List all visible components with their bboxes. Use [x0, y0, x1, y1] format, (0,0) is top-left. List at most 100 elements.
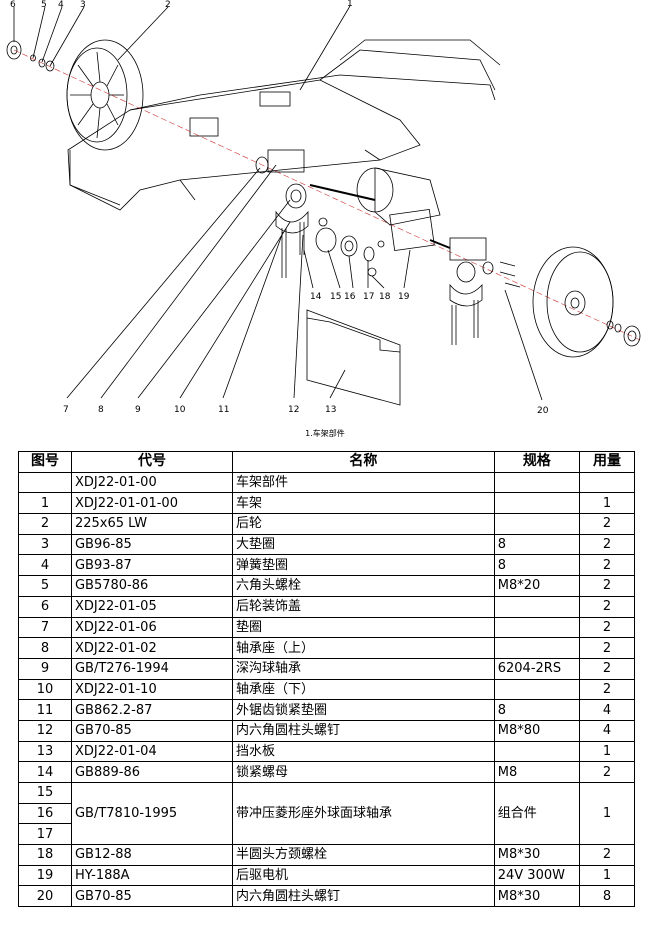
item-number: 17: [18, 823, 72, 846]
item-code: GB862.2-87: [70, 699, 233, 721]
item-number: 7: [18, 616, 72, 639]
table-header-row: 图号 代号 名称 规格 用量: [18, 451, 636, 473]
item-spec: 8: [493, 533, 580, 556]
item-code: XDJ22-01-01-00: [70, 492, 233, 515]
item-name: 挡水板: [231, 740, 495, 763]
item-quantity: 1: [578, 781, 636, 846]
callout-4: 4: [58, 0, 64, 10]
item-spec: [493, 471, 580, 494]
item-name: 后轮: [231, 513, 495, 535]
item-spec: M8: [493, 761, 580, 783]
callout-20: 20: [537, 406, 549, 416]
item-quantity: 2: [578, 678, 636, 701]
item-name: 半圆头方颈螺栓: [231, 844, 495, 866]
item-code: XDJ22-01-06: [70, 616, 233, 639]
item-number: 19: [18, 864, 72, 887]
item-name: 内六角圆柱头螺钉: [231, 719, 495, 742]
item-quantity: 2: [578, 554, 636, 577]
item-number: 14: [18, 761, 72, 783]
item-code: GB/T276-1994: [70, 657, 233, 680]
item-quantity: 2: [578, 657, 636, 680]
callout-6: 6: [10, 0, 16, 10]
item-code: HY-188A: [70, 864, 233, 887]
item-name: 带冲压菱形座外球面球轴承: [231, 781, 495, 846]
callout-16: 16: [344, 292, 356, 302]
callout-9: 9: [135, 405, 141, 415]
header-name: 名称: [231, 451, 495, 473]
callout-17: 17: [363, 292, 374, 302]
item-number: 15: [18, 782, 72, 804]
callout-8: 8: [98, 405, 104, 415]
item-spec: [493, 616, 580, 639]
item-number: 8: [18, 637, 72, 659]
item-spec: M8*30: [493, 885, 580, 908]
item-spec: [493, 595, 580, 618]
callout-10: 10: [174, 405, 186, 415]
item-number: 5: [18, 575, 72, 597]
item-name: 大垫圈: [231, 533, 495, 556]
item-spec: 8: [493, 699, 580, 721]
item-number: 9: [18, 657, 72, 680]
item-name: 车架: [231, 492, 495, 515]
item-spec: 组合件: [493, 781, 580, 846]
item-name: 后驱电机: [231, 864, 495, 887]
item-spec: [493, 678, 580, 701]
callout-12: 12: [288, 405, 299, 415]
item-spec: [493, 513, 580, 535]
item-number: 4: [18, 554, 72, 577]
item-quantity: [578, 471, 636, 494]
item-number: 6: [18, 595, 72, 618]
item-name: 深沟球轴承: [231, 657, 495, 680]
item-name: 外锯齿锁紧垫圈: [231, 699, 495, 721]
item-number: 20: [18, 885, 72, 908]
item-code: XDJ22-01-04: [70, 740, 233, 763]
callout-5: 5: [41, 0, 47, 10]
figure-caption: 1.车架部件: [305, 429, 345, 438]
item-quantity: 2: [578, 616, 636, 639]
item-quantity: 4: [578, 699, 636, 721]
item-spec: M8*80: [493, 719, 580, 742]
item-spec: 6204-2RS: [493, 657, 580, 680]
header-item-number: 图号: [18, 451, 72, 473]
item-number: 13: [18, 740, 72, 763]
item-name: 弹簧垫圈: [231, 554, 495, 577]
header-code: 代号: [70, 451, 233, 473]
item-code: GB70-85: [70, 885, 233, 908]
callout-3: 3: [80, 0, 86, 10]
item-code: GB70-85: [70, 719, 233, 742]
callout-7: 7: [63, 405, 69, 415]
item-name: 后轮装饰盖: [231, 595, 495, 618]
item-name: 锁紧螺母: [231, 761, 495, 783]
item-name: 轴承座（下）: [231, 678, 495, 701]
item-number: 1: [18, 492, 72, 515]
header-spec: 规格: [493, 451, 580, 473]
item-number: 18: [18, 844, 72, 866]
item-name: 垫圈: [231, 616, 495, 639]
callout-11: 11: [218, 405, 229, 415]
item-spec: 8: [493, 554, 580, 577]
callout-18: 18: [379, 292, 391, 302]
item-number: 10: [18, 678, 72, 701]
item-number: 11: [18, 699, 72, 721]
item-code: GB/T7810-1995: [70, 781, 233, 846]
item-quantity: 2: [578, 761, 636, 783]
item-quantity: 2: [578, 595, 636, 618]
item-code: XDJ22-01-05: [70, 595, 233, 618]
item-name: 内六角圆柱头螺钉: [231, 885, 495, 908]
item-quantity: 2: [578, 513, 636, 535]
exploded-assembly-drawing: 6 5 4 3 2 1 7 8 9 10 11 12 13 14 15 16 1…: [6, 0, 641, 416]
table-row: 15 GB/T7810-1995 带冲压菱形座外球面球轴承 组合件 1: [18, 781, 636, 846]
